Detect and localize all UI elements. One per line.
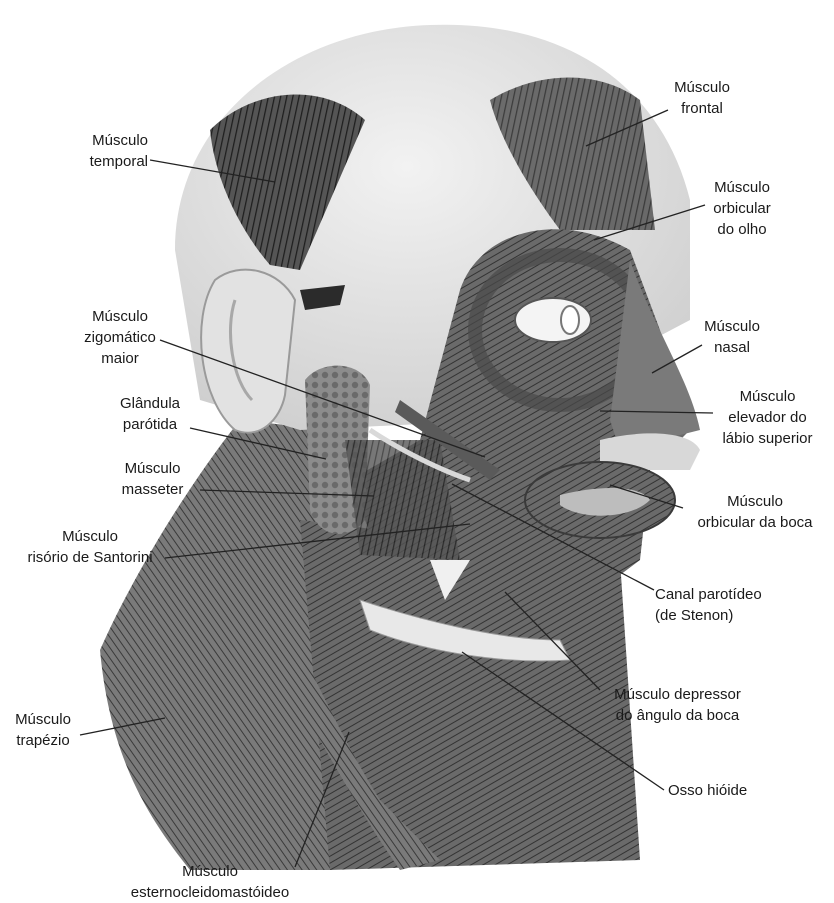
label-masseter: Músculo masseter	[105, 458, 200, 500]
label-zigomatico: Músculo zigomático maior	[60, 306, 180, 369]
ear	[201, 270, 295, 433]
label-risorio: Músculo risório de Santorini	[10, 526, 170, 568]
label-canal: Canal parotídeo (de Stenon)	[655, 584, 795, 626]
label-temporal: Músculo temporal	[60, 130, 148, 172]
label-elevador: Músculo elevador do lábio superior	[705, 386, 830, 449]
label-parotida: Glândula parótida	[100, 393, 200, 435]
label-nasal: Músculo nasal	[692, 316, 772, 358]
label-depressor: Músculo depressor do ângulo da boca	[590, 684, 765, 726]
masseter-muscle	[345, 440, 460, 560]
iris	[561, 306, 579, 334]
label-hioide: Osso hióide	[668, 780, 778, 801]
label-esterno: Músculo esternocleidomastóideo	[105, 861, 315, 903]
label-orbicular-olho: Músculo orbicular do olho	[692, 177, 792, 240]
label-trapezio: Músculo trapézio	[2, 709, 84, 751]
label-orbicular-boca: Músculo orbicular da boca	[680, 491, 830, 533]
label-frontal: Músculo frontal	[662, 77, 742, 119]
